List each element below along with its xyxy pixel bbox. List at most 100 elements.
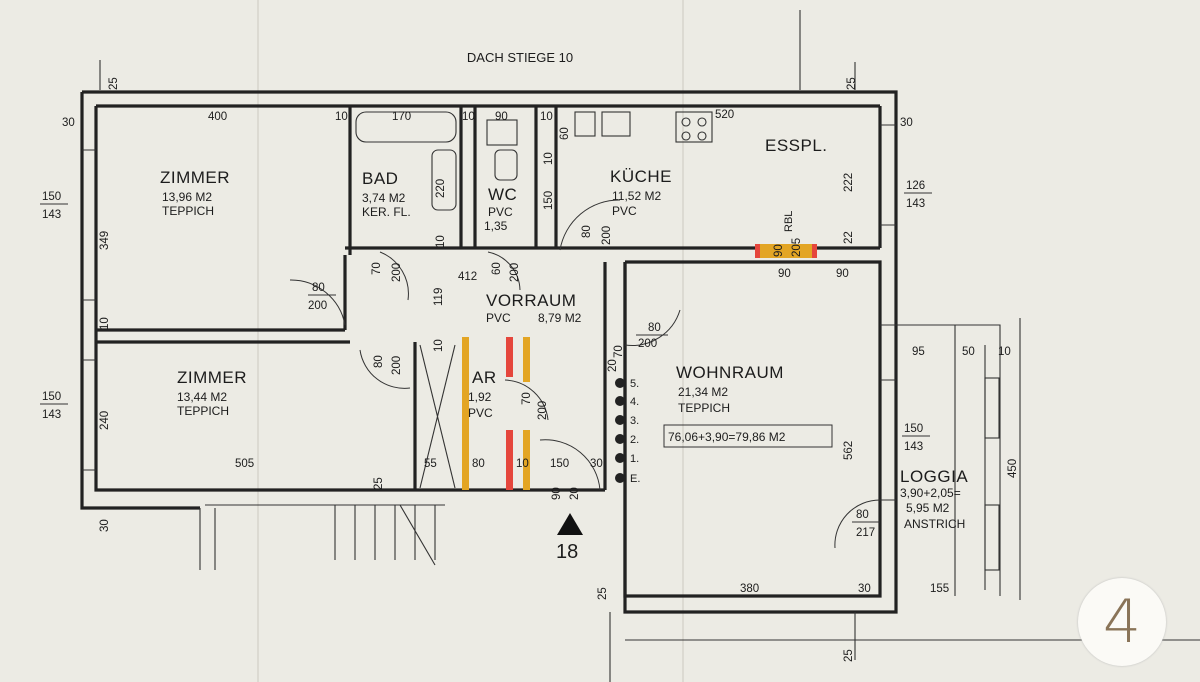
dim-label: 10 — [540, 111, 553, 123]
dim-label: 10 — [435, 235, 447, 248]
dim-label: 90 — [778, 268, 791, 280]
dim-label: 150 — [904, 423, 923, 435]
room-ar-name: AR — [472, 368, 497, 387]
dim-label: 150 — [42, 191, 61, 203]
room-esspl-name: ESSPL. — [765, 136, 828, 155]
dim-label: 10 — [433, 339, 445, 352]
room-ar-floor: PVC — [468, 406, 493, 420]
entrance-arrow — [557, 513, 583, 535]
room-kueche-area: 11,52 M2 — [612, 189, 661, 203]
room-kueche-name: KÜCHE — [610, 167, 672, 186]
dim-label: 80 — [581, 225, 593, 238]
dim-label: 520 — [715, 109, 734, 121]
dim-label: 90 — [495, 111, 508, 123]
room-wc-name: WC — [488, 185, 517, 204]
dim-label: 25 — [597, 587, 609, 600]
dim-label: 200 — [638, 338, 657, 350]
dim-label: 25 — [108, 77, 120, 90]
logo-glyph: 4 — [1102, 587, 1142, 657]
room-wc-area: 1,35 — [484, 219, 508, 233]
room-wohnraum-name: WOHNRAUM — [676, 363, 784, 382]
dim-label: 30 — [900, 117, 913, 129]
dim-label: 30 — [590, 458, 603, 470]
dim-label: 450 — [1007, 459, 1019, 478]
room-ar-area: 1,92 — [468, 390, 492, 404]
room-zimmer-1-floor: TEPPICH — [162, 204, 214, 218]
dim-label: 90 — [551, 487, 563, 500]
dim-label: 155 — [930, 583, 949, 595]
dim-label: 25 — [373, 477, 385, 490]
dim-label: 505 — [235, 458, 254, 470]
dim-label: 50 — [962, 346, 975, 358]
room-wohnraum-area: 21,34 M2 — [678, 385, 728, 399]
dim-label: 20 — [607, 359, 619, 372]
room-bad-name: BAD — [362, 169, 398, 188]
room-wohnraum-floor: TEPPICH — [678, 401, 730, 415]
dim-label: 380 — [740, 583, 759, 595]
dim-label: 217 — [856, 527, 875, 539]
dim-label: 349 — [99, 231, 111, 250]
dim-label: 95 — [912, 346, 925, 358]
dim-label: 60 — [491, 262, 503, 275]
room-zimmer-2-name: ZIMMER — [177, 368, 247, 387]
dim-label: 220 — [435, 179, 447, 198]
room-loggia-name: LOGGIA — [900, 467, 968, 486]
room-loggia-area: 3,90+2,05= — [900, 486, 961, 500]
dim-label: 30 — [99, 519, 111, 532]
dim-label: 126 — [906, 180, 925, 192]
step-label: 4. — [630, 396, 639, 408]
dim-label: 70 — [371, 262, 383, 275]
total-area-box — [663, 424, 833, 448]
dim-label: 412 — [458, 271, 477, 283]
dim-label: 205 — [791, 238, 803, 257]
dim-label: 30 — [858, 583, 871, 595]
room-bad-area: 3,74 M2 — [362, 191, 406, 205]
stair — [334, 504, 436, 566]
dim-label: 200 — [601, 226, 613, 245]
dim-label: 70 — [521, 392, 533, 405]
total-area: 76,06+3,90=79,86 M2 — [668, 430, 786, 444]
room-loggia-area-total: 5,95 M2 — [906, 501, 950, 515]
dim-label: 10 — [462, 111, 475, 123]
dim-label: 562 — [843, 441, 855, 460]
dim-label: 200 — [509, 263, 521, 282]
walls — [80, 10, 1200, 682]
dim-label: 10 — [543, 152, 555, 165]
room-zimmer-2-area: 13,44 M2 — [177, 390, 227, 404]
dim-label: 170 — [392, 111, 411, 123]
dim-label: 10 — [335, 111, 348, 123]
dim-label: 150 — [543, 191, 555, 210]
step-label: 3. — [630, 415, 639, 427]
room-zimmer-1-area: 13,96 M2 — [162, 190, 212, 204]
dim-label: 10 — [516, 458, 529, 470]
dim-label: 55 — [424, 458, 437, 470]
dim-label: 150 — [550, 458, 569, 470]
dim-label: 60 — [559, 127, 571, 140]
room-bad-floor: KER. FL. — [362, 205, 411, 219]
dim-label: 22 — [843, 231, 855, 244]
plan-title: DACH STIEGE 10 — [467, 50, 573, 65]
brand-logo: 4 — [1078, 578, 1166, 666]
dim-label: 70 — [613, 345, 625, 358]
dim-label: 10 — [99, 317, 111, 330]
rbl-label: RBL — [783, 211, 795, 232]
dim-label: 240 — [99, 411, 111, 430]
fixtures — [355, 111, 1000, 571]
dim-label: 200 — [391, 263, 403, 282]
dim-label: 200 — [308, 300, 327, 312]
dim-label: 80 — [472, 458, 485, 470]
dim-label: 90 — [836, 268, 849, 280]
dim-label: 80 — [312, 282, 325, 294]
dim-label: 143 — [42, 409, 61, 421]
dim-label: 90 — [773, 244, 785, 257]
dim-label: 143 — [42, 209, 61, 221]
room-vorraum-floor: PVC — [486, 311, 511, 325]
room-zimmer-2-floor: TEPPICH — [177, 404, 229, 418]
room-zimmer-1-name: ZIMMER — [160, 168, 230, 187]
dim-label: 200 — [537, 401, 549, 420]
dim-label: 222 — [843, 173, 855, 192]
step-label: 1. — [630, 453, 639, 465]
dim-label: 119 — [433, 288, 445, 306]
dim-label: 150 — [42, 391, 61, 403]
